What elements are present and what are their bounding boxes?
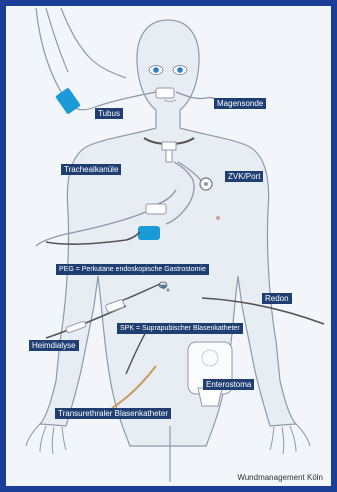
label-trachealkanuele: Trachealkanüle: [61, 164, 121, 175]
label-magensonde: Magensonde: [214, 98, 266, 109]
credit-text: Wundmanagement Köln: [237, 473, 323, 482]
label-heimdialyse: Heimdialyse: [29, 340, 79, 351]
port-center: [204, 182, 208, 186]
label-transurethraler: Transurethraler Blasenkatheter: [55, 408, 171, 419]
label-tubus: Tubus: [95, 108, 123, 119]
label-zvk-port: ZVK/Port: [225, 171, 263, 182]
diagram-panel: Tubus Magensonde Trachealkanüle ZVK/Port…: [6, 6, 331, 486]
label-enterostoma: Enterostoma: [203, 379, 254, 390]
nipple: [216, 216, 220, 220]
label-redon: Redon: [262, 293, 292, 304]
navel: [166, 288, 169, 291]
label-peg: PEG = Perkutane endoskopische Gastrostom…: [56, 264, 209, 275]
label-spk: SPK = Suprapubischer Blasenkatheter: [117, 323, 243, 334]
body-outline: [40, 20, 296, 446]
